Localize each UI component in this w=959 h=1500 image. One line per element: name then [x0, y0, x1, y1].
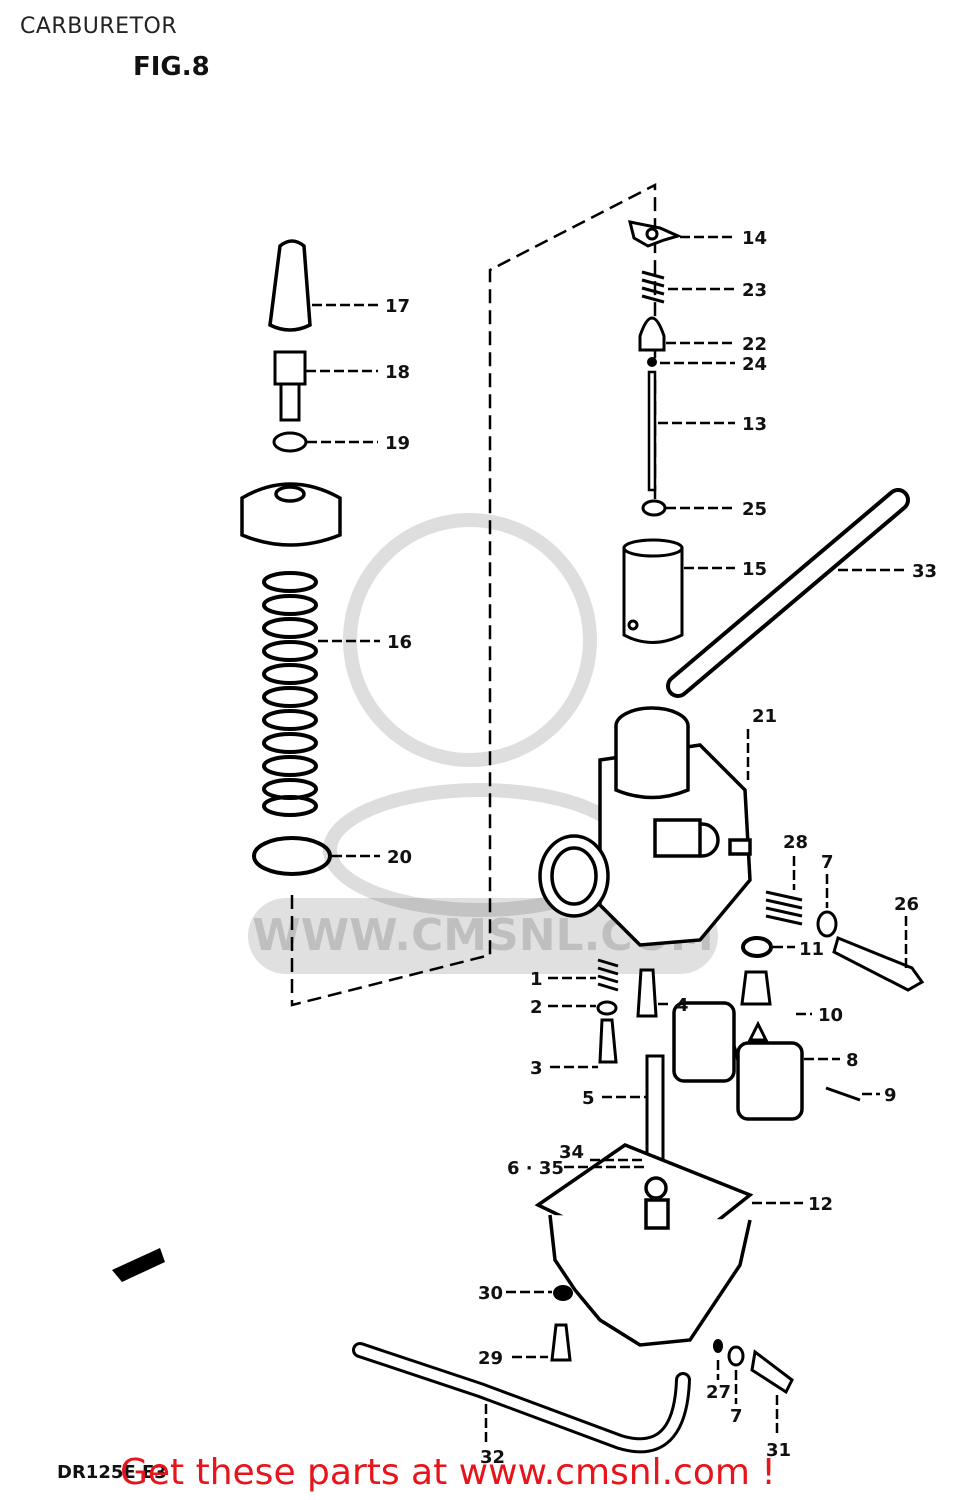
- diagram-title: CARBURETOR: [20, 14, 178, 39]
- part-31-drain-screw: [750, 1349, 794, 1395]
- part-25-washer: [641, 499, 667, 517]
- part-label-p30: 30: [478, 1283, 503, 1304]
- part-label-p22: 22: [742, 334, 767, 355]
- mixing-chamber-cap: [240, 482, 342, 547]
- part-label-p2: 2: [530, 997, 543, 1018]
- carburetor-body: [538, 706, 752, 947]
- part-label-p24: 24: [742, 354, 767, 375]
- part-label-p20: 20: [387, 847, 412, 868]
- float-chamber: [534, 1143, 754, 1347]
- part-label-p14: 14: [742, 228, 767, 249]
- part-label-p16: 16: [387, 632, 412, 653]
- part-29-screw: [550, 1323, 572, 1362]
- part-5-needle-jet: [645, 1054, 665, 1170]
- part-7-oring-lower: [727, 1345, 745, 1367]
- part-33-tube-inner: [670, 492, 906, 694]
- part-27-washer: [713, 1339, 723, 1353]
- part-15-valve: [622, 538, 684, 644]
- part-32-drain-tube-inner: [355, 1345, 688, 1451]
- part-label-p23: 23: [742, 280, 767, 301]
- part-label-p21: 21: [752, 706, 777, 727]
- part-9-pin: [825, 1086, 861, 1102]
- part-label-p13: 13: [742, 414, 767, 435]
- part-26-screw: [832, 935, 925, 992]
- part-18-adjuster: [273, 350, 307, 422]
- part-label-p15: 15: [742, 559, 767, 580]
- part-label-p8: 8: [846, 1050, 859, 1071]
- part-7-oring-upper: [816, 910, 838, 938]
- part-label-p9: 9: [884, 1085, 897, 1106]
- part-24-clip: [647, 357, 657, 367]
- part-label-p32: 32: [480, 1447, 505, 1468]
- front-arrow-icon: [112, 1248, 165, 1282]
- part-16-spring: [262, 571, 318, 817]
- part-label-p12: 12: [808, 1194, 833, 1215]
- part-label-p33: 33: [912, 561, 937, 582]
- part-label-p635: 6 · 35: [507, 1158, 564, 1179]
- part-3-screw: [598, 1018, 618, 1064]
- part-label-p1: 1: [530, 969, 543, 990]
- part-label-p7b: 7: [730, 1406, 743, 1427]
- parts-link-banner[interactable]: Get these parts at www.cmsnl.com !: [120, 1452, 776, 1493]
- part-label-p18: 18: [385, 362, 410, 383]
- watermark-banner: [248, 898, 718, 974]
- part-label-p27: 27: [706, 1382, 731, 1403]
- part-30-nut: [553, 1285, 573, 1301]
- figure-number: FIG.8: [133, 52, 210, 82]
- part-17-cover: [268, 239, 312, 332]
- part-14-plate: [627, 220, 683, 248]
- part-10-float-needle: [740, 970, 772, 1042]
- part-2-washer: [596, 1000, 618, 1016]
- part-label-p26: 26: [894, 894, 919, 915]
- part-label-p5: 5: [582, 1088, 595, 1109]
- part-label-p10: 10: [818, 1005, 843, 1026]
- part-23-spring: [641, 270, 665, 304]
- part-22-retainer: [638, 316, 666, 352]
- part-label-p34: 34: [559, 1142, 584, 1163]
- part-label-p28: 28: [783, 832, 808, 853]
- part-8-floats: [672, 1001, 804, 1121]
- part-1-spring: [597, 958, 619, 992]
- part-label-p17: 17: [385, 296, 410, 317]
- part-label-p19: 19: [385, 433, 410, 454]
- part-label-p11: 11: [799, 939, 824, 960]
- part-13-needle: [647, 370, 657, 492]
- part-19-nut: [272, 431, 308, 453]
- part-label-p4: 4: [676, 995, 689, 1016]
- part-20-oring: [252, 836, 332, 876]
- part-label-p31: 31: [766, 1440, 791, 1461]
- assembly-dash-line: [290, 182, 657, 1007]
- part-4-jet: [636, 968, 658, 1018]
- part-label-p7a: 7: [821, 852, 834, 873]
- part-28-spring: [765, 890, 803, 926]
- part-11-washer: [741, 936, 773, 958]
- part-label-p3: 3: [530, 1058, 543, 1079]
- part-label-p25: 25: [742, 499, 767, 520]
- part-label-p29: 29: [478, 1348, 503, 1369]
- model-code: DR125E E3: [57, 1462, 167, 1483]
